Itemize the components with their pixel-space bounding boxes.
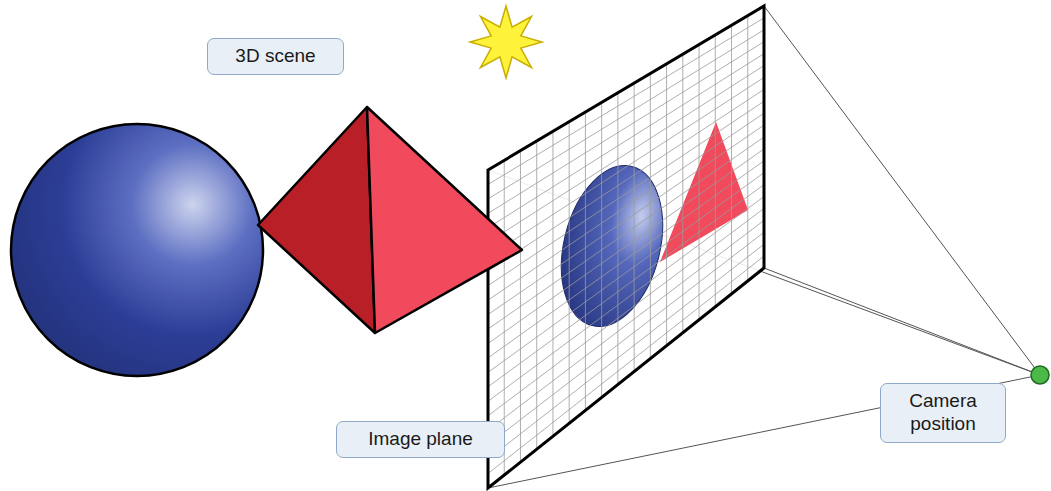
projected-sphere <box>546 155 679 337</box>
label-box: Camera position <box>880 383 1006 443</box>
label-text: Image plane <box>368 428 473 451</box>
image-plane-border <box>488 6 764 488</box>
pyramid-right-face <box>367 107 522 333</box>
label-box: Image plane <box>336 421 505 458</box>
pyramid-left-face <box>258 107 375 333</box>
label-box: 3D scene <box>207 38 344 75</box>
label-text: 3D scene <box>235 45 315 68</box>
sphere <box>11 124 263 376</box>
label-text: Camera position <box>891 390 995 436</box>
camera-point <box>1031 366 1049 384</box>
view-lines <box>488 6 1040 488</box>
pixel-grid <box>488 16 764 475</box>
image-plane <box>488 6 764 488</box>
light-source <box>470 6 542 78</box>
